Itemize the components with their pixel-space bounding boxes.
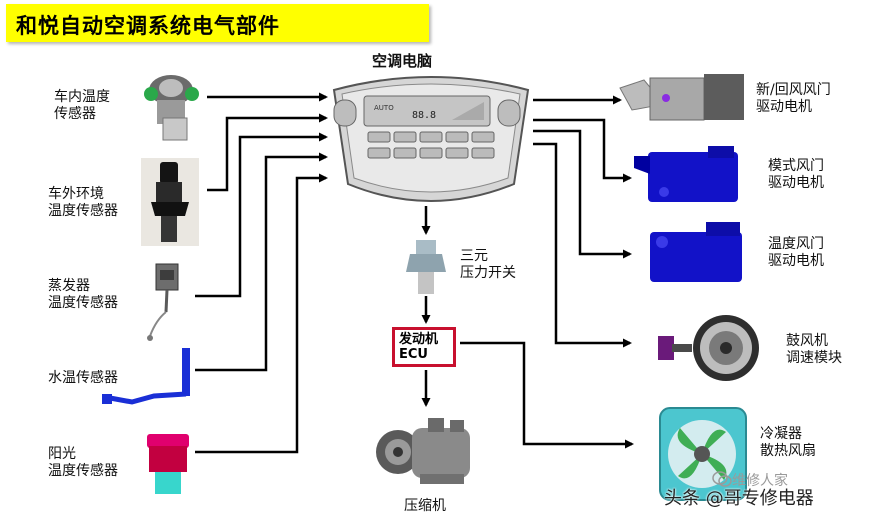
label-compressor: 压缩机 [404,498,446,514]
label-in-car-sensor: 车内温度 传感器 [54,89,110,122]
mode-motor-image [634,146,738,202]
temp-motor-image [650,222,742,282]
ac-control-panel-image: AUTO 88.8 [332,76,530,202]
label-ac-computer: 空调电脑 [372,52,433,70]
label-temp-motor: 温度风门 驱动电机 [768,236,824,269]
wire-to-temp-motor [533,129,632,259]
condenser-fan-image [659,407,747,501]
wechat-icon [712,471,732,487]
label-mode-motor: 模式风门 驱动电机 [768,158,824,191]
pressure-switch-image [406,240,446,294]
fresh-recirc-motor-image [619,74,744,121]
watermark-source: 头条 @哥专修电器 [664,488,814,509]
page-title: 和悦自动空调系统电气部件 [16,14,280,38]
panel-auto-label: AUTO [374,104,394,112]
watermark-account: 维修人家 [732,473,788,489]
label-blower-module: 鼓风机 调速模块 [786,333,842,366]
wire-evaporator-sensor [195,132,328,298]
label-coolant-sensor: 水温传感器 [48,370,118,386]
in-car-temp-sensor-image [144,75,199,141]
label-pressure-switch: 三元 压力开关 [460,248,516,281]
panel-display-digits: 88.8 [412,110,436,121]
label-sun-sensor: 阳光 温度传感器 [48,446,118,479]
outside-temp-sensor-image [141,158,199,246]
label-fresh-recirc-motor: 新/回风风门 驱动电机 [756,82,831,115]
engine-ecu-box: 发动机 ECU [392,327,456,367]
coolant-temp-sensor-image [102,348,190,405]
blower-module-image [658,315,759,381]
label-condenser-fan: 冷凝器 散热风扇 [760,426,816,459]
wire-sun-sensor [195,173,328,454]
wire-to-mode-motor [533,118,632,183]
sun-sensor-image [147,434,189,494]
label-outside-sensor: 车外环境 温度传感器 [48,186,118,219]
wire-outside-sensor [207,113,328,192]
wire-to-condenser-fan [460,341,634,449]
title-banner: 和悦自动空调系统电气部件 [6,4,429,42]
evaporator-temp-sensor-image [147,263,179,341]
wire-coolant-sensor [195,152,328,372]
compressor-image [376,418,470,484]
wire-to-blower [533,142,632,348]
label-evaporator-sensor: 蒸发器 温度传感器 [48,278,118,311]
